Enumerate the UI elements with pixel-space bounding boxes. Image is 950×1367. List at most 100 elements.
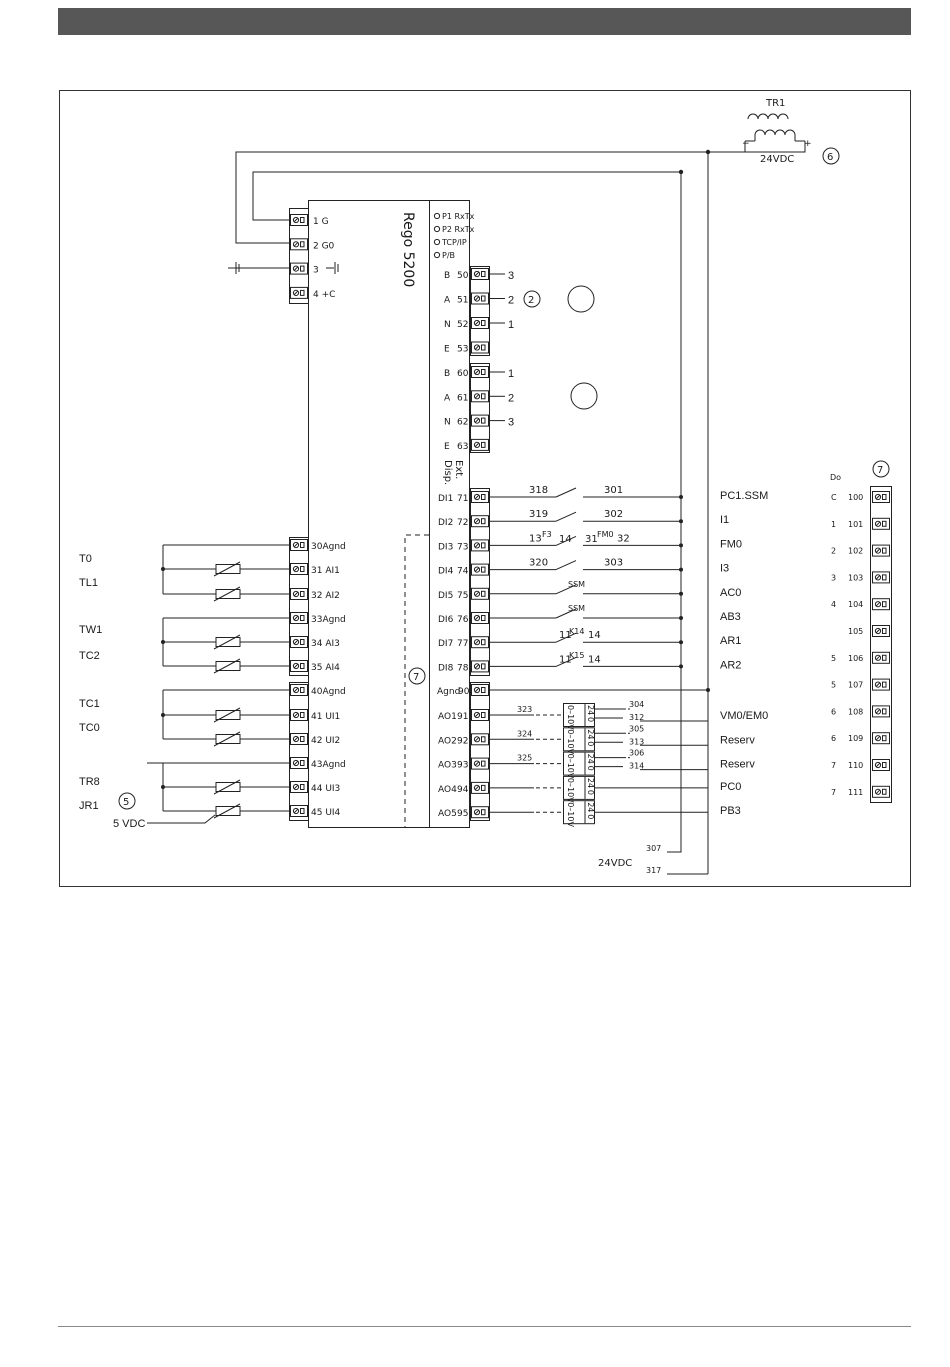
ai-terminal-label: 40Agnd [311,687,346,697]
di-wire-left: 13 [529,533,542,544]
terminal-72 [471,515,489,528]
di-signal-label: AR1 [720,635,741,647]
terminal-101 [872,517,890,530]
fuse-f3-label: F3 [542,530,552,539]
bus-signal: E [444,345,450,355]
di-signal-label: I3 [720,563,729,575]
do-number: 107 [848,681,863,690]
sensor-label: TR8 [79,776,100,788]
terminal-4 [290,286,308,299]
ai-terminal-label: 31 AI1 [311,566,340,576]
sensor-resistor [213,707,241,723]
converter-range: 0–10V [566,705,575,730]
bus-wire: 3 [508,270,514,282]
converter-range: 0–10V [566,802,575,827]
bus-signal: N [444,418,451,428]
ai-terminal-label: 32 AI2 [311,591,340,601]
terminal-100 [872,491,890,503]
di-terminal-label: DI8 [438,663,454,673]
terminal-76 [471,612,489,624]
ssm-label: SSM [568,580,585,589]
di-signal-label: AR2 [720,659,741,671]
supply-24vdc-label: 24VDC [760,154,794,165]
wire-307: 307 [646,844,661,853]
di-terminal-label: DI3 [438,542,453,552]
agnd90-number: 90 [458,687,470,697]
do-index: 5 [831,654,836,663]
sensor-label: TW1 [79,624,102,636]
di-wire-right: 32 [617,533,630,544]
terminal-92 [471,733,489,746]
terminal-63 [471,438,489,451]
terminal-109 [872,732,890,745]
ai-terminal-label: 35 AI4 [311,663,340,673]
sensor-resistor [213,731,241,747]
bus-signal: A [444,393,451,403]
di-wire-left: 318 [529,485,548,496]
di-number: 73 [457,542,468,552]
di-signal-label: I1 [720,514,729,526]
do-index: 5 [831,681,836,690]
ao-signal-label: PB3 [720,805,741,817]
di-wire-right: 14 [588,654,601,665]
terminal-91 [471,709,489,721]
bus-wire: 2 [508,392,514,404]
di-number: 71 [457,494,468,504]
di-number: 72 [457,518,468,528]
ai-terminal-label: 45 UI4 [311,808,341,818]
terminal-44-ui3 [290,781,308,793]
terminal-35-ai4 [290,660,308,672]
converter-zero: 0 [586,717,595,722]
marker-2: 2 [528,295,534,306]
converter-supply: 24 [586,705,595,715]
converter-supply: 24 [586,802,595,812]
sensor-resistor [213,803,241,819]
bus-number: 51 [457,296,468,306]
terminal-104 [872,598,890,611]
terminal-90 [471,684,489,696]
ao-bot-wire: 314 [629,762,644,771]
terminal-105 [872,625,890,637]
di-terminal-label: DI1 [438,494,453,504]
terminal-111 [872,785,890,798]
relay-k15-label: K15 [569,651,584,660]
terminal-103 [872,571,890,584]
converter-module [563,775,595,800]
converter-supply: 24 [586,754,595,764]
terminal-94 [471,781,489,794]
bus-signal: B [444,271,450,281]
terminal-74 [471,563,489,576]
footer-divider [58,1326,911,1327]
diagram-frame [59,90,911,887]
converter-module [563,751,595,776]
sensor-label: TC1 [79,698,100,710]
do-number: 103 [848,573,863,582]
ao-bot-wire: 313 [629,737,644,746]
terminal-77 [471,636,489,649]
ai-terminal-label: 43Agnd [311,760,346,770]
terminal-95 [471,806,489,819]
relay-k14-label: K14 [569,627,584,636]
vdc5-label: 5 VDC [113,818,145,830]
ext-disp-label-1: Ext. [453,460,464,479]
terminal-32-ai2 [290,588,308,600]
status-led-label: TCP/IP [441,238,467,247]
di-terminal-label: DI5 [438,591,453,601]
ai-terminal-label: 44 UI3 [311,784,340,794]
ai-terminal-label: 33Agnd [311,615,346,625]
terminal-label: 1 G [313,217,329,227]
terminal-50 [471,268,489,280]
sensor-resistor [213,658,241,674]
terminal-110 [872,759,890,771]
bus-signal: B [444,369,450,379]
terminal-75 [471,587,489,600]
terminal-73 [471,539,489,552]
ao-terminal-label: AO3 [438,761,457,771]
converter-range: 0–10V [566,754,575,779]
di-signal-label: PC1.SSM [720,490,768,502]
bus-number: 63 [457,442,468,452]
do-index: 3 [831,573,836,582]
